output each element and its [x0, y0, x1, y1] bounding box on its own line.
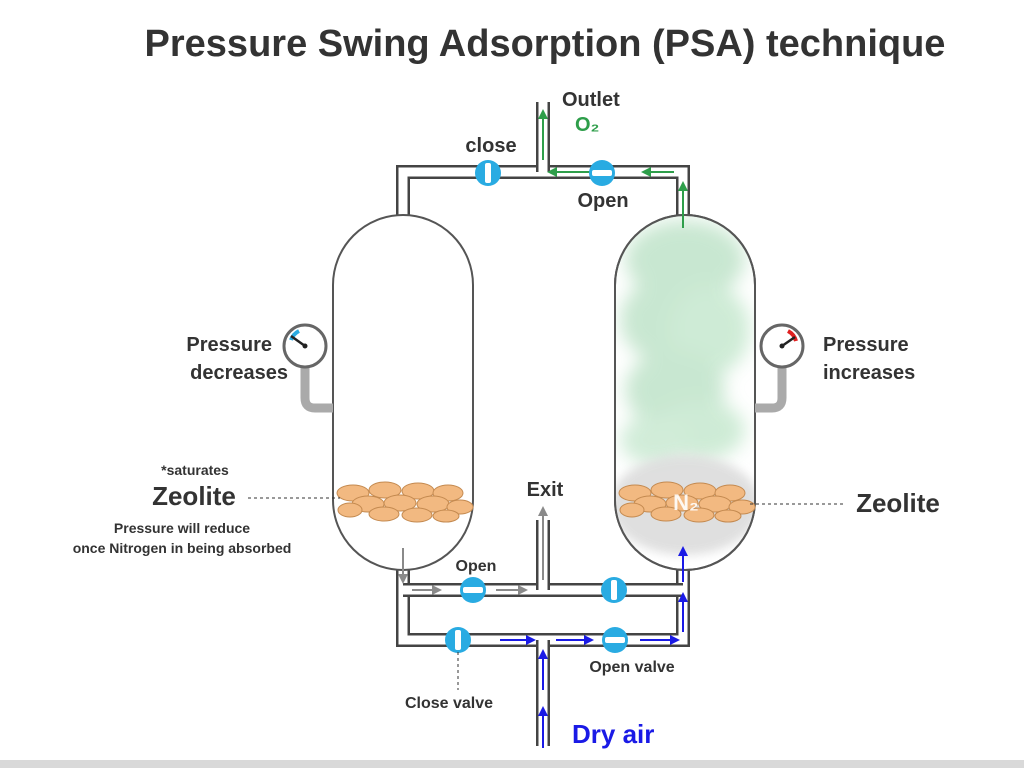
- close-valve-label: Close valve: [405, 695, 493, 712]
- open-mid-label: Open: [456, 558, 497, 575]
- dry-air-label: Dry air: [572, 719, 654, 749]
- valve-exhaust-open: [460, 577, 486, 603]
- valve-inlet-right-open: [602, 627, 628, 653]
- valve-top-open: [589, 160, 615, 186]
- exhaust-flow-arrows: [398, 506, 548, 595]
- pressure-increases-label-1: Pressure: [823, 334, 909, 356]
- top-pipe: [396, 165, 690, 220]
- close-top-label: close: [465, 135, 516, 157]
- zeolite-right-label: Zeolite: [856, 488, 940, 518]
- valve-exhaust-right-closed: [601, 577, 627, 603]
- pressure-decreases-label-2: decreases: [190, 362, 288, 384]
- zeolite-left-label: Zeolite: [152, 481, 236, 511]
- o2-label: O₂: [575, 114, 599, 136]
- right-tank: [614, 214, 756, 571]
- bottom-bar: [0, 760, 1024, 768]
- outlet-label: Outlet: [562, 89, 620, 111]
- oxygen-mist: [620, 220, 750, 465]
- zeolite-left-pellets: [336, 481, 474, 523]
- zeolite-right-pellets: [618, 481, 756, 523]
- left-pressure-gauge: [282, 323, 333, 413]
- right-pressure-gauge: [755, 323, 805, 413]
- dry-air-flow-arrows: [500, 546, 688, 748]
- open-top-label: Open: [577, 190, 628, 212]
- left-tank: [332, 214, 474, 571]
- pressure-decreases-label-1: Pressure: [186, 334, 272, 356]
- exit-label: Exit: [527, 479, 564, 501]
- leader-lines: [248, 497, 845, 690]
- pressure-increases-label-2: increases: [823, 362, 915, 384]
- n2-label: N₂: [673, 490, 699, 515]
- saturates-label: *saturates: [161, 462, 229, 478]
- page-title: Pressure Swing Adsorption (PSA) techniqu…: [145, 23, 946, 65]
- reduce-note-1: Pressure will reduce: [114, 520, 250, 536]
- oxygen-flow-arrows: [538, 109, 688, 228]
- reduce-note-2: once Nitrogen in being absorbed: [73, 540, 292, 556]
- valve-inlet-left-closed: [445, 627, 471, 653]
- valve-top-closed: [475, 160, 501, 186]
- open-valve-label: Open valve: [589, 659, 674, 676]
